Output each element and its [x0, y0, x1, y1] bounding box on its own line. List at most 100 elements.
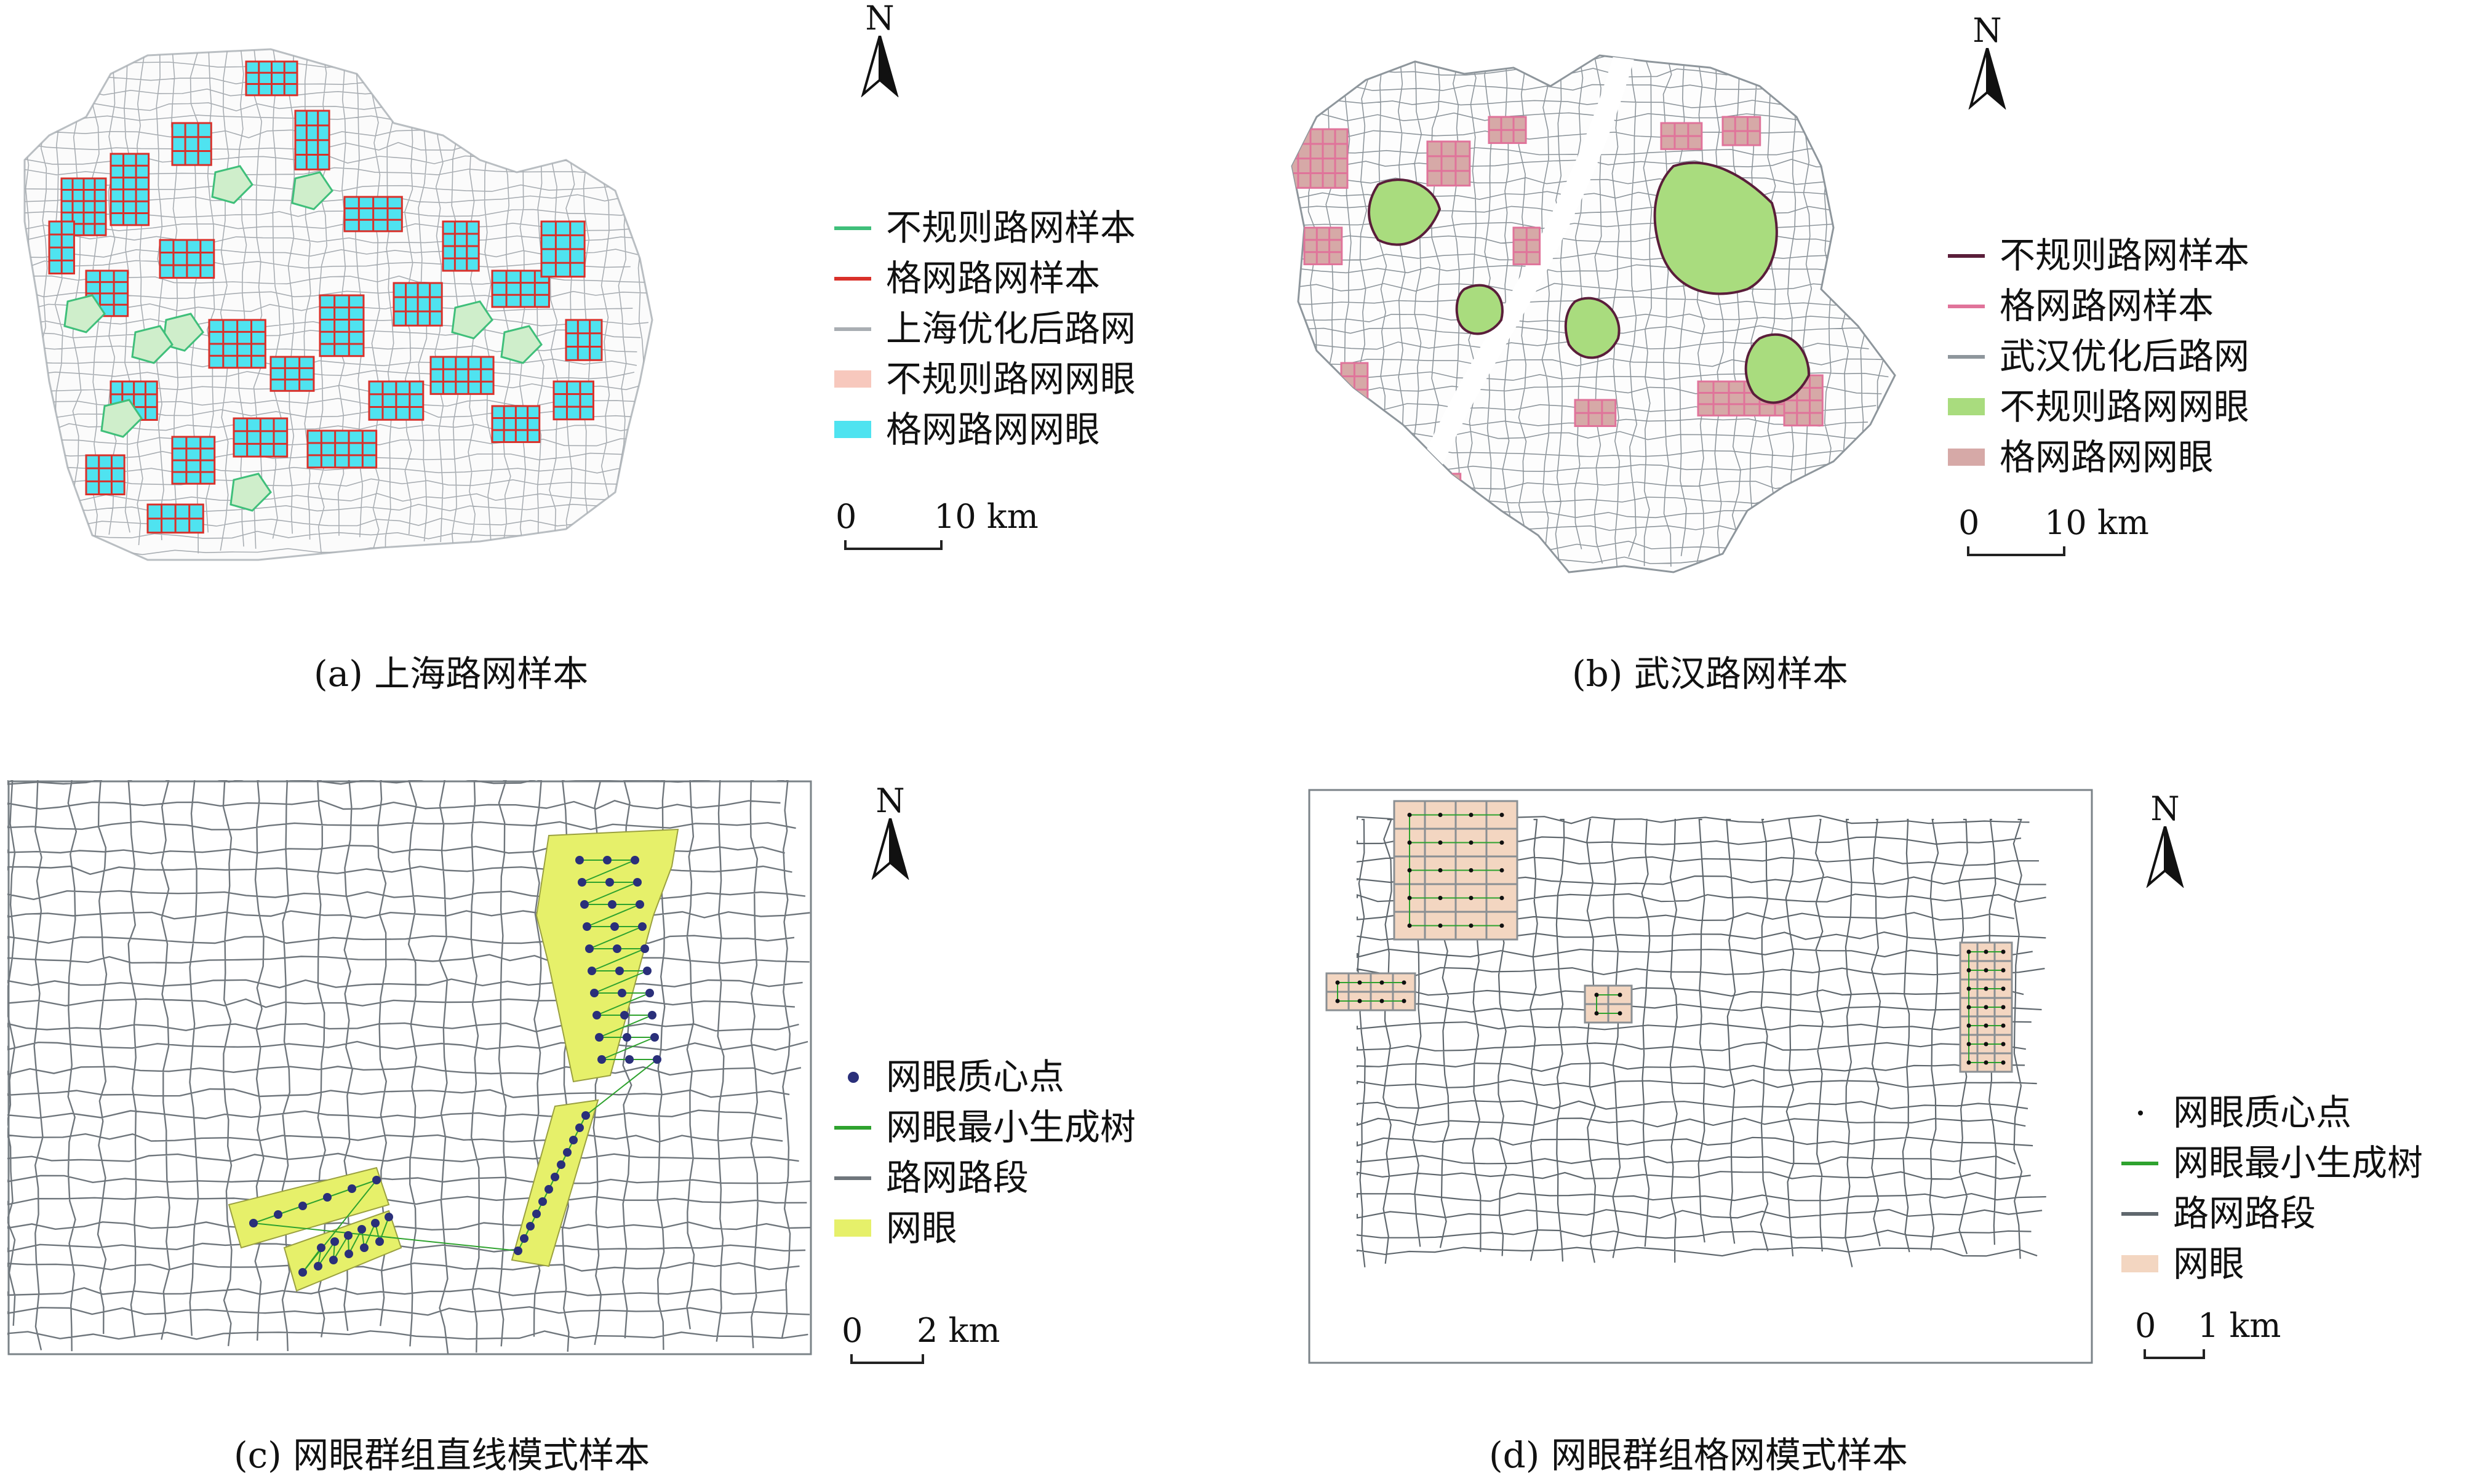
- grid-sample-block: [1426, 140, 1471, 187]
- irregular-sample: [131, 325, 174, 364]
- centroid-point: [633, 878, 642, 887]
- legend-label: 网眼质心点: [2173, 1091, 2352, 1133]
- legend-item: 不规则路网样本: [1944, 231, 2249, 280]
- centroid-point: [551, 1173, 559, 1181]
- centroid-point: [1407, 924, 1412, 928]
- centroid-point: [585, 944, 594, 953]
- legend-patch-swatch: [831, 1203, 875, 1253]
- legend-label: 格网路网网眼: [2000, 436, 2214, 478]
- legend-line-swatch: [1944, 332, 1988, 381]
- grid-sample-block: [552, 380, 594, 421]
- grid-sample-block-lines: [1292, 129, 1348, 188]
- legend-label: 网眼: [886, 1207, 958, 1249]
- centroid-point: [344, 1231, 353, 1240]
- centroid-point: [1617, 1011, 1622, 1016]
- centroid-point: [575, 856, 584, 864]
- centroid-point: [1379, 999, 1384, 1003]
- centroid-point: [603, 856, 612, 864]
- legend-patch-swatch: [1944, 382, 1988, 431]
- centroid-point: [1617, 992, 1622, 997]
- grid-sample-block-lines: [541, 221, 585, 277]
- legend-label: 路网路段: [2173, 1192, 2316, 1234]
- centroid-point: [640, 944, 649, 953]
- centroid-point: [625, 1055, 634, 1064]
- grid-sample-block-lines: [295, 111, 330, 170]
- legend-item: 不规则路网网眼: [831, 354, 1136, 404]
- centroid-point: [557, 1160, 565, 1169]
- centroid-point: [583, 922, 591, 931]
- grid-sample-block-lines: [209, 320, 266, 368]
- centroid-point: [1984, 1023, 1988, 1028]
- centroid-point: [1407, 813, 1412, 817]
- centroid-point: [578, 878, 586, 887]
- grid-sample-block: [85, 454, 126, 496]
- irregular-sample: [1564, 297, 1621, 359]
- centroid-point: [1966, 949, 1971, 954]
- legend-item: 格网路网样本: [831, 253, 1100, 303]
- caption-d: (d) 网眼群组格网模式样本: [1489, 1434, 1908, 1476]
- centroid-point: [1407, 868, 1412, 872]
- centroid-point: [597, 1055, 606, 1064]
- centroid-point: [2001, 1042, 2006, 1047]
- grid-sample-block-lines: [160, 240, 214, 278]
- north-arrow-icon: [1968, 48, 2006, 110]
- scale-line: [844, 540, 943, 550]
- grid-sample-block-lines: [234, 418, 287, 457]
- grid-sample-block-lines: [246, 62, 298, 95]
- grid-sample-block-lines: [554, 381, 594, 420]
- irregular-sample: [291, 171, 333, 210]
- centroid-point: [375, 1237, 384, 1246]
- centroid-point: [1499, 840, 1504, 845]
- map-grid-pattern: [1308, 789, 2093, 1364]
- centroid-point: [1499, 924, 1504, 928]
- legend-label: 上海优化后路网: [886, 308, 1136, 349]
- grid-sample-block-lines: [1661, 123, 1702, 150]
- grid-sample-block: [565, 319, 603, 361]
- centroid-point: [590, 989, 599, 997]
- centroid-point: [1379, 980, 1384, 985]
- legend-line-swatch: [1944, 281, 1988, 330]
- centroid-point: [648, 1011, 656, 1019]
- centroid-point: [1966, 968, 1971, 973]
- legend-item: 格网路网网眼: [1944, 433, 2214, 482]
- centroid-point: [1469, 924, 1474, 928]
- legend-label: 网眼质心点: [886, 1056, 1065, 1098]
- legend-patch-swatch: [831, 405, 875, 454]
- map-wuhan: [1280, 43, 1944, 584]
- centroid-point: [1407, 840, 1412, 845]
- grid-sample-block-lines: [1427, 142, 1470, 186]
- legend-label: 格网路网网眼: [886, 409, 1101, 450]
- centroid-point: [1357, 999, 1362, 1003]
- grid-sample-block: [429, 356, 495, 395]
- centroid-point: [348, 1184, 356, 1193]
- north-letter: N: [876, 781, 905, 820]
- centroid-point: [605, 878, 614, 887]
- north-letter: N: [2150, 789, 2180, 828]
- centroid-point: [1438, 868, 1443, 872]
- grid-sample-block-lines: [320, 295, 364, 356]
- legend-item: 路网路段: [2118, 1189, 2316, 1238]
- north-arrow-c: N: [863, 783, 918, 887]
- centroid-point: [298, 1268, 307, 1277]
- centroid-point: [360, 1243, 369, 1252]
- scale-line: [850, 1354, 924, 1364]
- grid-sample-block-lines: [345, 197, 402, 231]
- legend-line-swatch: [831, 203, 875, 252]
- grid-sample-block-lines: [394, 283, 442, 326]
- road-network: [1356, 815, 2046, 1267]
- north-letter: N: [865, 0, 895, 38]
- centroid-point: [620, 1011, 629, 1019]
- legend-patch-swatch: [2118, 1239, 2162, 1288]
- centroid-point: [323, 1193, 332, 1202]
- centroid-point: [569, 1136, 578, 1144]
- grid-sample-block: [1303, 226, 1343, 266]
- centroid-point: [298, 1202, 307, 1210]
- centroid-point: [1966, 1005, 1971, 1010]
- legend-dot-swatch: [831, 1052, 875, 1101]
- centroid-point: [581, 1111, 590, 1120]
- centroid-point: [623, 1033, 631, 1042]
- centroid-point: [1407, 896, 1412, 900]
- grid-sample-block-lines: [1304, 228, 1342, 265]
- north-arrow-b: N: [1960, 12, 2015, 117]
- centroid-point: [2001, 949, 2006, 954]
